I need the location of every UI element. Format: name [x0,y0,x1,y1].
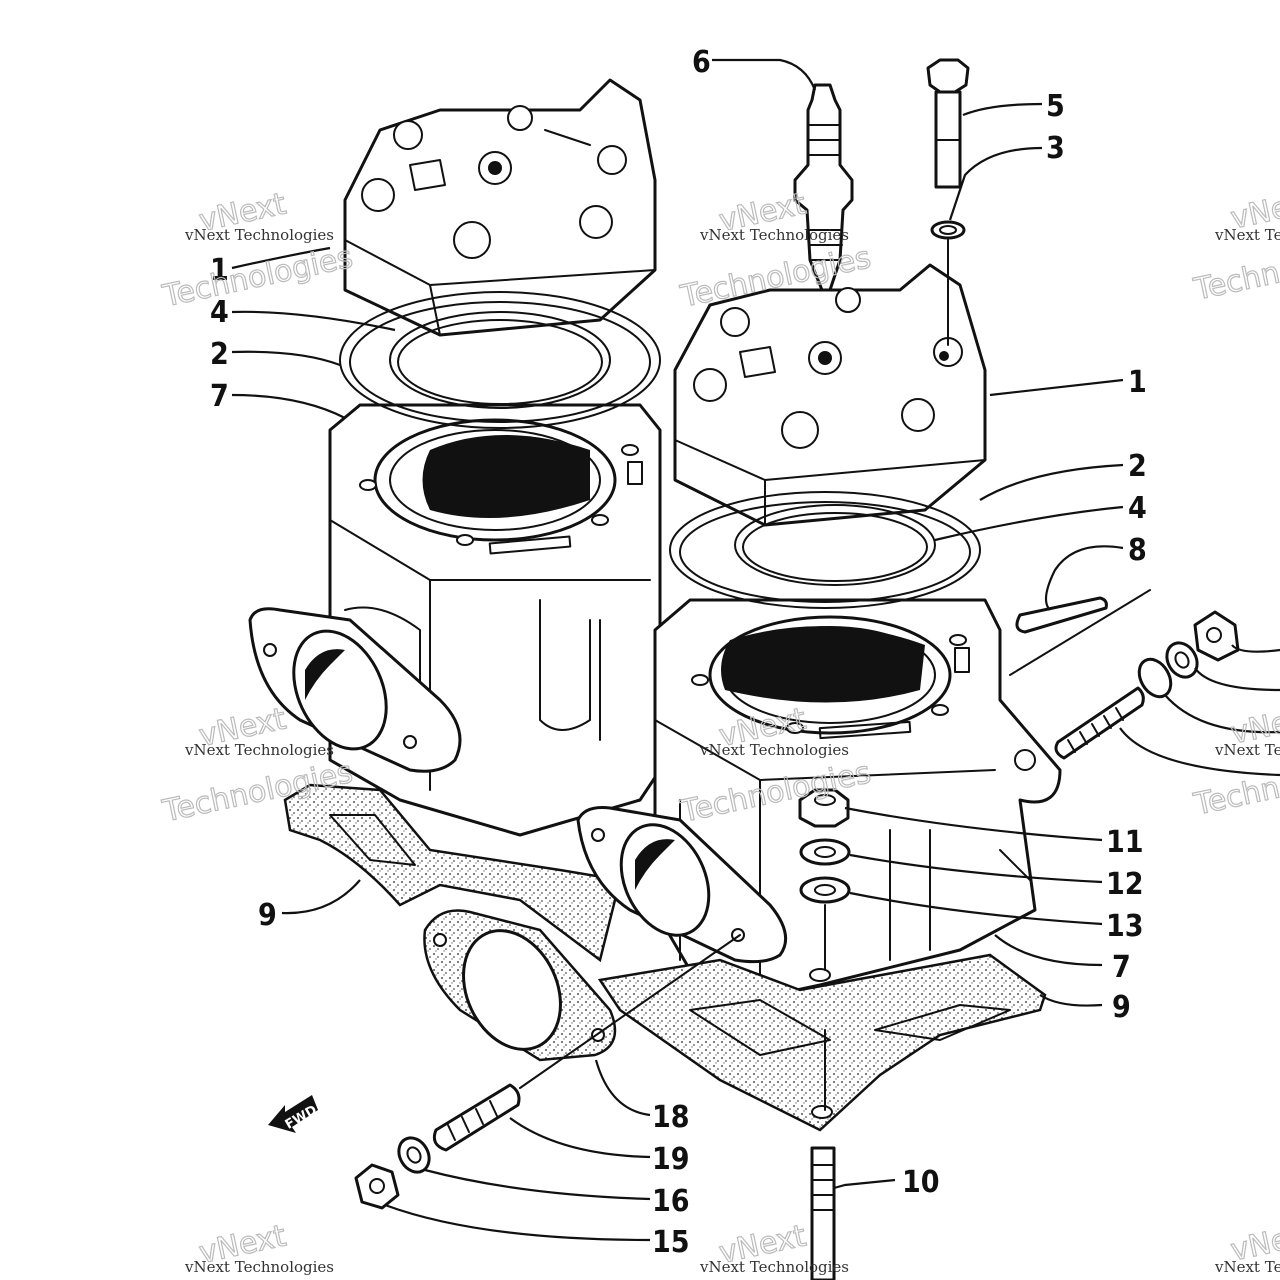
watermark-bottom-left: vNext Technologies vNext [184,1218,334,1276]
callout-labels: 1 4 2 7 6 5 3 1 2 4 8 11 12 13 7 9 9 18 … [210,45,1147,1260]
svg-text:Technologies: Technologies [1190,748,1280,823]
watermark-top-left: vNext Technologies vNext Technologies [159,186,357,315]
callout-9-right-base-gasket: 9 [1112,990,1131,1025]
callout-10-stud: 10 [902,1165,940,1200]
callout-8-pin: 8 [1128,533,1147,568]
svg-text:vNext Technologies: vNext Technologies [184,226,334,244]
o-ring-right [734,504,936,586]
svg-text:Technologies: Technologies [1190,233,1280,308]
head-bolt [926,58,970,189]
svg-text:Technologies: Technologies [159,240,356,315]
nut-15 [354,1163,400,1210]
callout-16-washer: 16 [652,1184,690,1219]
watermark-top-right: vNext Technologies vNext Technologies [1190,183,1280,308]
washer-right-2 [1165,641,1199,679]
washer-12 [799,838,851,866]
stud-10 [810,1146,836,1280]
forward-direction-arrow: FWD [268,1095,320,1133]
washer-13 [799,876,851,904]
o-ring-left [389,311,611,409]
svg-text:vNext Technologies: vNext Technologies [699,1258,849,1276]
callout-4-right-oring: 4 [1128,491,1147,526]
callout-19-stud: 19 [652,1142,690,1177]
washer-3 [930,220,966,240]
stud-19 [432,1083,521,1152]
watermark-bottom-right: vNext Technologies vNext [1214,1215,1280,1276]
callout-18-intake-gasket: 18 [652,1100,690,1135]
stud-right [1054,686,1145,760]
intake-gasket [423,909,617,1062]
cylinder-head-left [343,78,657,337]
callout-2-left-gasket: 2 [210,337,229,372]
cylinder-head-right [673,263,987,527]
alignment-line-intake [519,934,741,1089]
callout-9-left-base-gasket: 9 [258,898,277,933]
leader-lines [231,58,1280,1242]
spark-plug [793,83,854,292]
callout-1-right-head: 1 [1128,365,1147,400]
head-gasket-left [339,291,661,429]
callout-2-right-gasket: 2 [1128,449,1147,484]
svg-text:vNext Technologies: vNext Technologies [699,741,849,759]
svg-text:vNext Technologies: vNext Technologies [184,1258,334,1276]
nut-right [1193,610,1240,662]
washer-16 [397,1136,431,1174]
svg-text:vNext Technologies: vNext Technologies [1214,1258,1280,1276]
exhaust-flange-left [248,607,462,773]
callout-4-left-oring: 4 [210,295,229,330]
callout-12-washer: 12 [1106,867,1144,902]
svg-text:vNext Technologies: vNext Technologies [1214,741,1280,759]
svg-text:vNext Technologies: vNext Technologies [1214,226,1280,244]
base-gasket-left [283,783,622,963]
callout-7-right-cylinder: 7 [1112,950,1131,985]
callout-11-nut: 11 [1106,825,1144,860]
nut-11 [798,788,850,828]
callout-5-bolt: 5 [1046,89,1065,124]
head-gasket-right [669,491,981,609]
callout-3-washer: 3 [1046,131,1065,166]
exhaust-flange-right [576,806,788,964]
alignment-line-pin [1009,589,1151,676]
watermark-mid-right: vNext Technologies vNext Technologies [1190,698,1280,823]
base-gasket-right [597,953,1047,1132]
svg-text:vNext Technologies: vNext Technologies [699,226,849,244]
callout-7-left-cylinder: 7 [210,379,229,414]
dowel-pin [1015,596,1108,634]
cylinder-left [328,403,662,837]
svg-text:vNext Technologies: vNext Technologies [184,741,334,759]
callout-1-left-head: 1 [210,253,229,288]
callout-15-nut: 15 [652,1225,690,1260]
callout-6-spark-plug: 6 [692,45,711,80]
callout-13-washer: 13 [1106,909,1144,944]
